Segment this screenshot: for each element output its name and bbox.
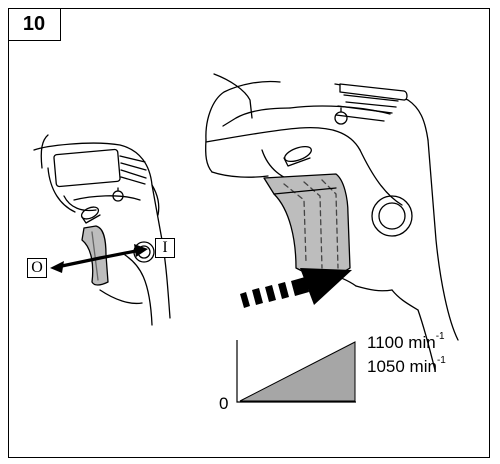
drill-large-trigger [263,173,351,278]
speed-low-exponent: -1 [436,355,446,366]
speed-high-label: 1100 min-1 [367,331,445,352]
figure-number: 10 [8,8,61,41]
drill-large-vents [335,83,408,122]
switch-direction-arrows [55,248,143,269]
drill-small-lock-button [80,206,101,224]
speed-low-label: 1050 min-1 [367,355,446,376]
drill-small-body [33,134,171,326]
drill-large-lock-button [283,145,312,167]
speed-ramp-chart [236,340,356,403]
drill-large-switch [371,195,413,237]
figure-frame [8,8,490,458]
speed-zero-label: 0 [219,394,229,413]
lock-icon [112,187,124,202]
drill-small-trigger [81,225,109,286]
speed-high-exponent: -1 [435,331,445,342]
switch-on-label: I [155,238,175,258]
lock-icon [334,107,348,125]
drill-small-vents [53,148,147,188]
press-arrow [240,268,352,308]
switch-off-label: O [27,258,47,278]
